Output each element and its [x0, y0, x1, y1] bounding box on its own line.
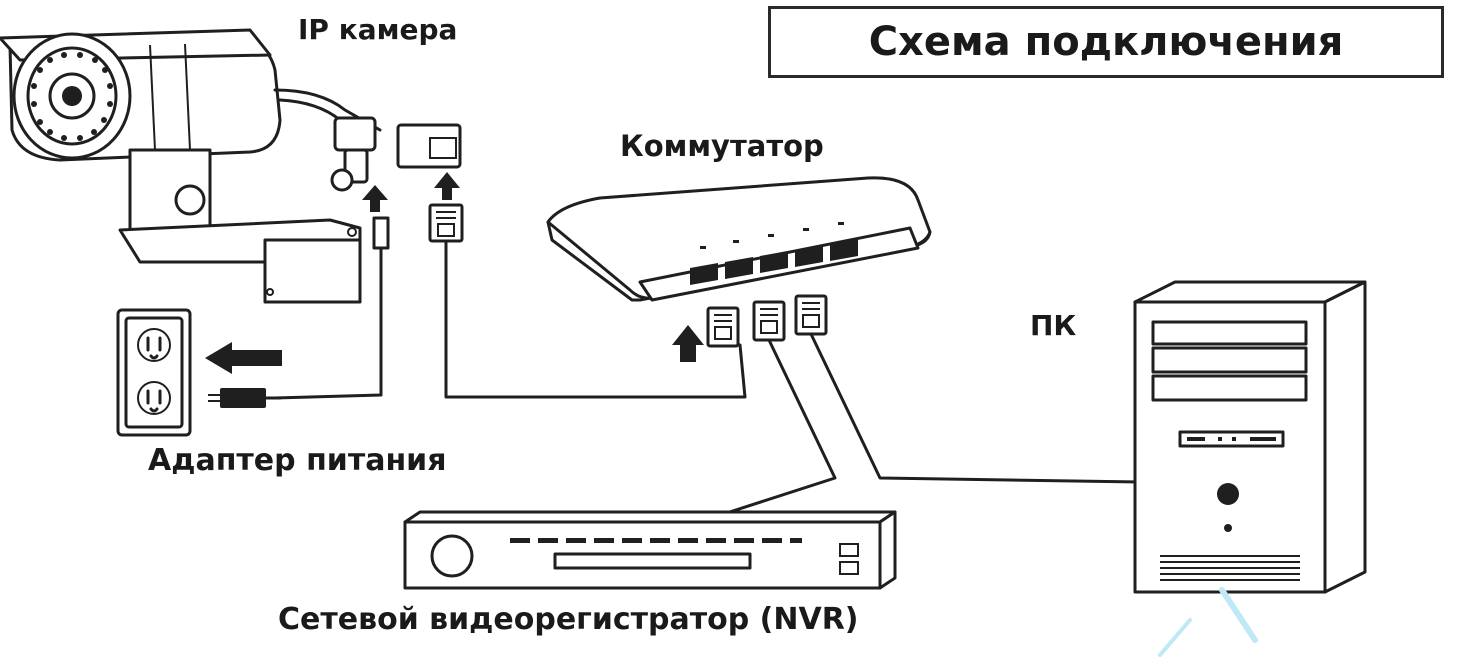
network-cable — [809, 332, 1142, 484]
power-adapter-icon — [208, 388, 282, 408]
network-cable — [703, 338, 837, 522]
switch-label: Коммутатор — [620, 129, 824, 163]
diagram-title: Схема подключения — [868, 19, 1344, 65]
decorative-streak — [1158, 618, 1192, 657]
pc-label: ПК — [1030, 309, 1077, 342]
arrow-left-icon — [205, 342, 282, 374]
arrow-up-icon — [434, 172, 460, 200]
power-outlet-icon — [116, 308, 192, 437]
ip-camera-icon — [0, 28, 462, 304]
rj45-plug-icon — [794, 294, 828, 336]
pc-tower-icon — [1133, 280, 1367, 594]
title-box: Схема подключения — [768, 6, 1444, 78]
nvr-device-icon — [403, 510, 897, 590]
rj45-plug-icon — [752, 300, 786, 342]
power-adapter-label: Адаптер питания — [148, 443, 447, 478]
rj45-plug-icon — [428, 203, 464, 243]
ip-camera-label: IP камера — [298, 13, 458, 46]
arrow-up-icon — [672, 325, 704, 362]
dc-plug-icon — [273, 216, 390, 400]
decorative-streak — [1219, 587, 1258, 643]
arrow-up-icon — [362, 185, 388, 212]
nvr-label: Сетевой видеорегистратор (NVR) — [278, 602, 859, 637]
network-cable — [444, 239, 747, 399]
rj45-plug-icon — [706, 306, 740, 348]
network-switch-icon — [546, 176, 932, 302]
